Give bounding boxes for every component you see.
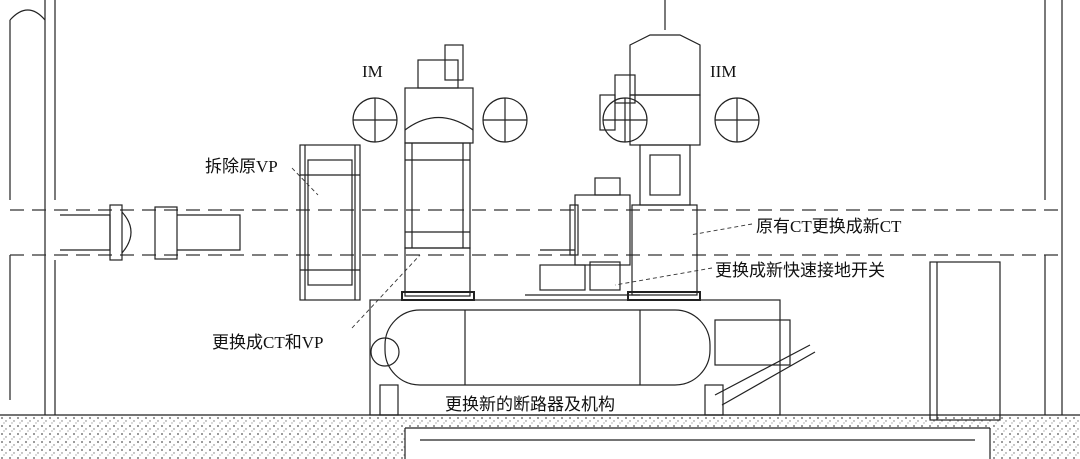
label-replace-ct-vp: 更换成CT和VP	[212, 333, 323, 352]
label-replace-ct: 原有CT更换成新CT	[756, 217, 902, 236]
label-im: IM	[362, 62, 383, 81]
removed-vp	[299, 144, 361, 301]
control-cabinet	[929, 261, 1001, 421]
label-replace-breaker: 更换新的断路器及机构	[445, 395, 615, 414]
building-walls	[9, 0, 1063, 415]
ground-slab	[0, 414, 1080, 459]
circuit-breaker-tank	[369, 299, 816, 416]
leader-lines	[291, 167, 753, 329]
label-remove-vp: 拆除原VP	[205, 157, 278, 176]
busbar-lines	[10, 209, 1060, 256]
label-replace-earth-switch: 更换成新快速接地开关	[715, 261, 885, 280]
middle-ct-unit	[525, 177, 640, 296]
iim-unit	[599, 0, 760, 301]
label-iim: IIM	[710, 62, 736, 81]
im-unit	[352, 44, 528, 301]
left-gis-pipe	[60, 204, 241, 261]
